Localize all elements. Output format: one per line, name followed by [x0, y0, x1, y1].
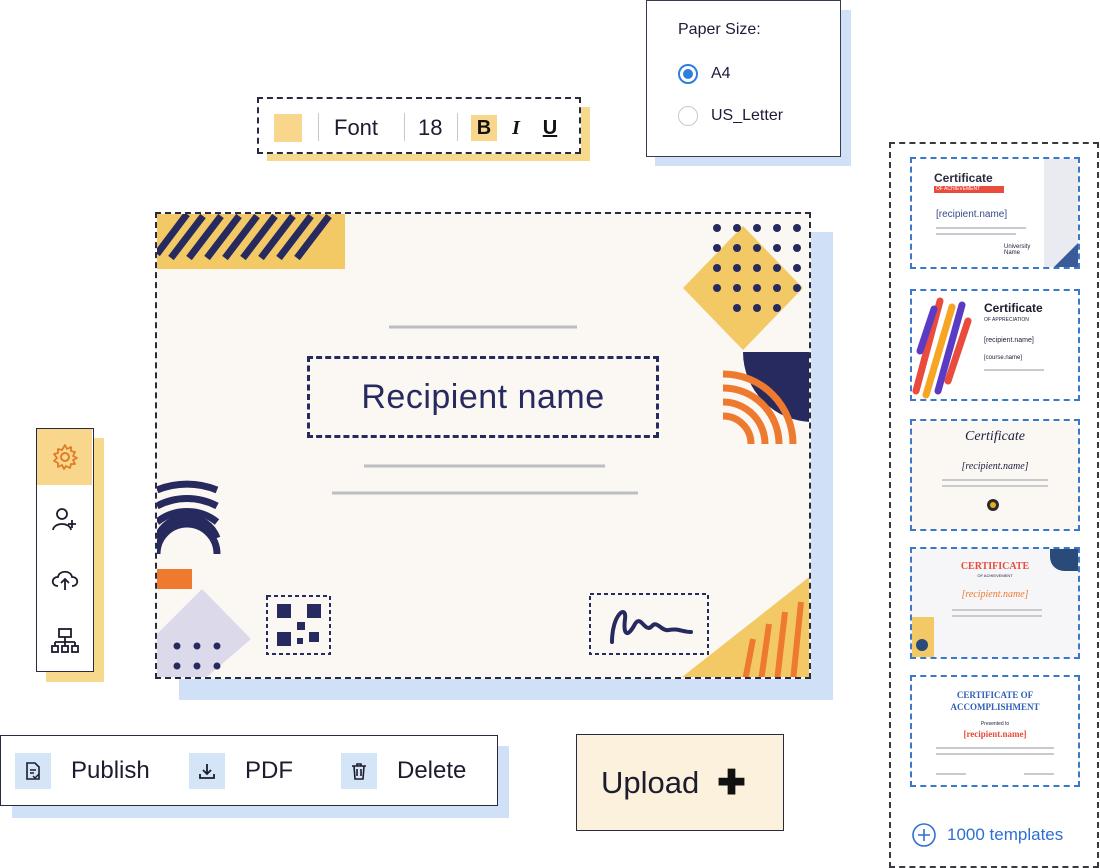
divider — [457, 113, 458, 141]
users-tool[interactable] — [37, 491, 92, 547]
paper-option-label: US_Letter — [711, 107, 784, 124]
template-recipient: [recipient.name] — [984, 337, 1034, 344]
template-course: [course.name] — [984, 355, 1023, 361]
template-title: Certificate — [934, 171, 993, 185]
document-check-icon — [15, 753, 51, 789]
divider — [318, 113, 319, 141]
action-bar: Publish PDF Delete — [0, 735, 498, 806]
certificate-canvas[interactable]: Recipient name — [155, 212, 811, 679]
template-subtitle: OF ACHIEVEMENT — [936, 186, 981, 192]
template-title: CERTIFICATE — [960, 561, 1030, 572]
italic-button[interactable]: I — [512, 117, 520, 139]
template-title: CERTIFICATE OF ACCOMPLISHMENT — [950, 690, 1040, 712]
delete-label: Delete — [397, 757, 467, 784]
template-card[interactable]: CERTIFICATE OF ACHIEVEMENT [recipient.na… — [910, 547, 1080, 659]
divider — [404, 113, 405, 141]
radio-selected[interactable] — [678, 64, 698, 84]
template-card[interactable]: Certificate OF ACHIEVEMENT [recipient.na… — [910, 157, 1080, 269]
plus-icon: ✚ — [717, 763, 746, 802]
template-recipient: [recipient.name] — [963, 729, 1027, 739]
font-toolbar: Font 18 B I U — [257, 97, 581, 154]
templates-panel: Certificate OF ACHIEVEMENT [recipient.na… — [889, 142, 1099, 868]
template-title: Certificate — [984, 301, 1043, 315]
bold-button[interactable]: B — [471, 115, 497, 141]
pdf-label: PDF — [245, 757, 293, 784]
template-card[interactable]: Certificate OF APPRECIATION [recipient.n… — [910, 289, 1080, 401]
template-subtitle: OF APPRECIATION — [984, 317, 1029, 323]
paper-option-a4[interactable]: A4 — [678, 64, 731, 84]
template-subtitle: OF ACHIEVEMENT — [977, 573, 1013, 578]
delete-button[interactable]: Delete — [341, 753, 466, 789]
paper-size-title: Paper Size: — [678, 21, 761, 38]
certificate-decorations — [157, 214, 809, 677]
font-size-input[interactable]: 18 — [418, 115, 443, 140]
radio-unselected[interactable] — [678, 106, 698, 126]
settings-tool[interactable] — [37, 429, 92, 485]
more-templates-link[interactable]: 1000 templates — [911, 822, 1063, 848]
template-title: Certificate — [965, 429, 1025, 444]
publish-button[interactable]: Publish — [15, 753, 150, 789]
underline-button[interactable]: U — [542, 117, 558, 139]
pdf-button[interactable]: PDF — [189, 753, 293, 789]
font-selector[interactable]: Font — [334, 115, 379, 140]
template-recipient: [recipient.name] — [961, 589, 1029, 600]
download-icon — [189, 753, 225, 789]
template-recipient: [recipient.name] — [961, 461, 1029, 472]
plus-circle-icon — [912, 823, 936, 847]
users-add-icon — [51, 508, 76, 531]
paper-option-label: A4 — [711, 65, 731, 82]
upload-label: Upload — [601, 764, 700, 800]
upload-button[interactable]: Upload ✚ — [576, 734, 784, 831]
sitemap-tool[interactable] — [37, 613, 92, 669]
more-templates-label: 1000 templates — [947, 825, 1064, 844]
side-toolbar — [36, 428, 94, 672]
trash-icon — [341, 753, 377, 789]
cloud-upload-icon — [51, 570, 78, 590]
paper-option-us-letter[interactable]: US_Letter — [678, 106, 783, 126]
cloud-upload-tool[interactable] — [37, 551, 92, 607]
color-swatch[interactable] — [274, 114, 302, 142]
template-card[interactable]: Certificate [recipient.name] — [910, 419, 1080, 531]
paper-size-panel: Paper Size: A4 US_Letter — [646, 0, 841, 157]
publish-label: Publish — [71, 757, 150, 784]
sitemap-icon — [50, 628, 79, 653]
template-presented: Presented to — [980, 721, 1010, 727]
template-recipient: [recipient.name] — [936, 209, 1008, 220]
template-card[interactable]: CERTIFICATE OF ACCOMPLISHMENT Presented … — [910, 675, 1080, 787]
template-org: University Name — [1004, 244, 1031, 256]
recipient-name-field[interactable]: Recipient name — [307, 356, 659, 438]
gear-icon — [52, 444, 78, 470]
